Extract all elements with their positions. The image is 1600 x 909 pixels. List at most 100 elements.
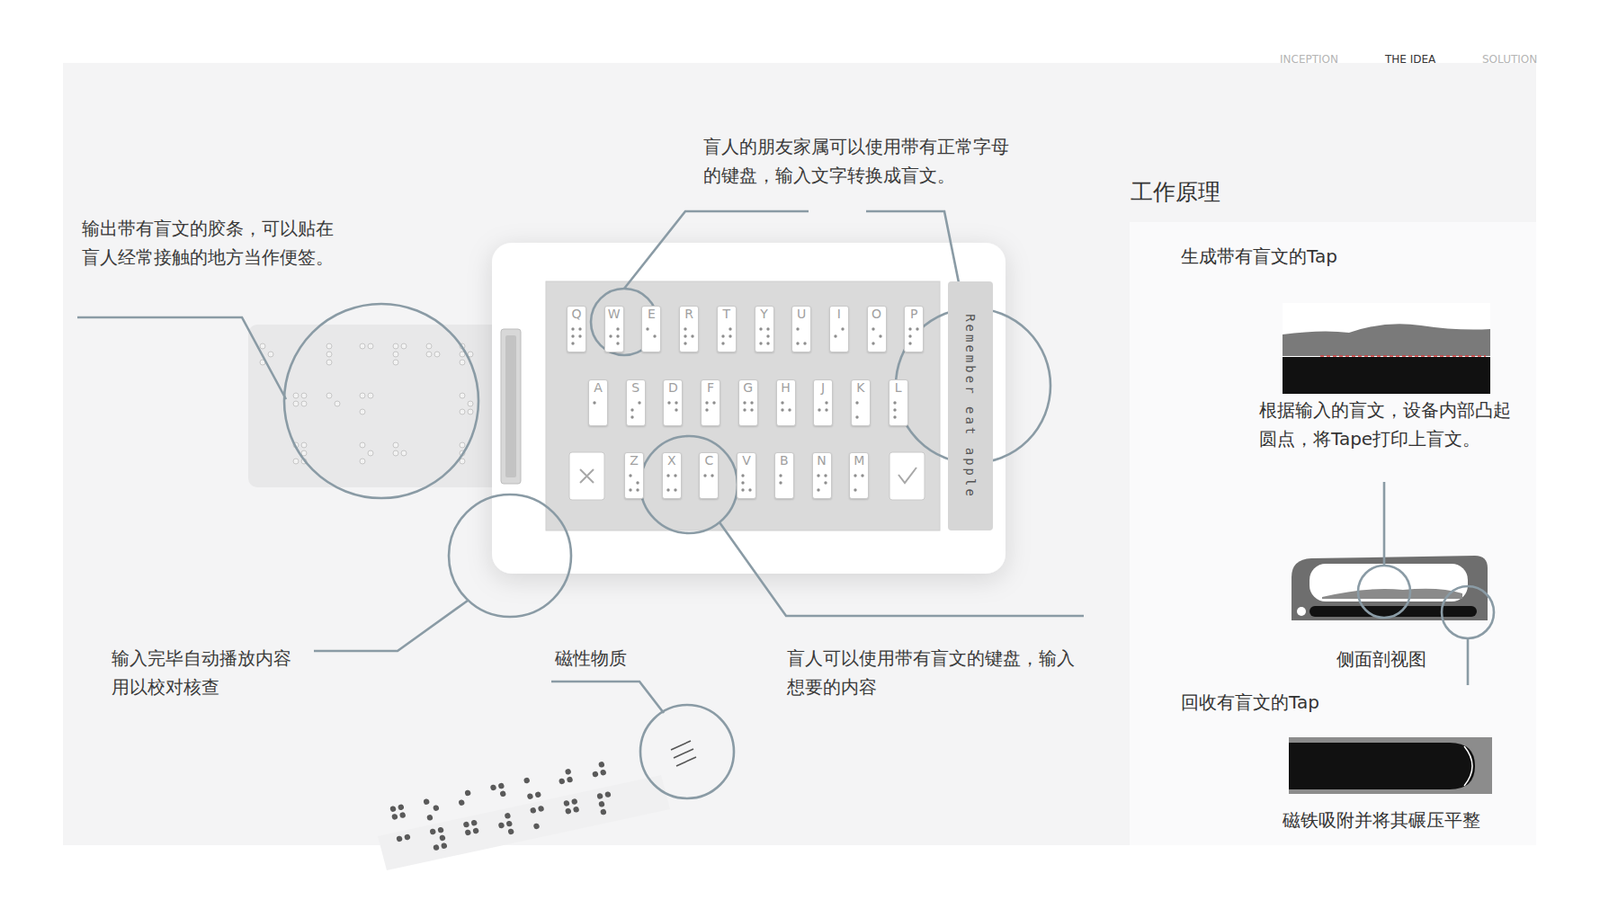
braille-dot [599, 768, 608, 777]
braille-dot [778, 473, 782, 477]
braille-dot [616, 334, 619, 338]
cancel-key [569, 452, 605, 501]
braille-dot [507, 828, 515, 836]
magnetic-symbol [670, 741, 697, 767]
braille-key: E [641, 305, 662, 353]
braille-dot [855, 401, 859, 404]
braille-dot [628, 473, 632, 477]
braille-key: Z [624, 452, 644, 500]
braille-dot [893, 408, 896, 412]
braille-dot [399, 812, 407, 820]
braille-dot [741, 481, 744, 484]
braille-dot [326, 393, 332, 399]
key-letter: C [699, 453, 718, 469]
print-figure-base [1282, 357, 1491, 394]
braille-cell [792, 323, 811, 351]
loose-tape-dots [389, 761, 615, 859]
braille-dot [824, 401, 828, 404]
key-letter: Q [567, 306, 586, 322]
braille-dot [367, 343, 374, 349]
braille-dot [463, 821, 471, 829]
callout-circle [1441, 586, 1494, 639]
braille-dot [389, 805, 397, 814]
braille-cell [739, 397, 758, 425]
magnet-figure-frame [1288, 737, 1493, 795]
braille-dot [780, 401, 784, 404]
braille-dot [490, 784, 498, 792]
braille-dot [787, 408, 791, 412]
braille-dot [367, 393, 374, 399]
braille-cell [567, 323, 586, 351]
braille-cell [755, 323, 774, 351]
braille-key: O [867, 305, 887, 353]
braille-dot [766, 334, 769, 338]
braille-dot [598, 761, 606, 769]
braille-dot [604, 791, 612, 799]
braille-dot [571, 327, 574, 331]
principle-panel: 工作原理生成带有盲文的Tap根据输入的盲文，设备内部凸起圆点，将Tape打印上盲… [1128, 170, 1537, 846]
leader-line [551, 681, 664, 714]
braille-key: N [812, 452, 832, 500]
braille-dot [803, 341, 806, 345]
braille-dot [824, 408, 828, 412]
braille-dot [721, 334, 725, 338]
braille-key: T [716, 305, 737, 353]
braille-dot [742, 401, 746, 404]
braille-cell [663, 397, 682, 425]
key-letter: E [642, 306, 661, 322]
key-letter: L [889, 380, 908, 396]
braille-dot [367, 450, 374, 456]
braille-dot [537, 805, 546, 814]
braille-dot [467, 401, 474, 407]
braille-key: L [888, 379, 909, 427]
braille-dot [817, 408, 821, 412]
leader-line [624, 211, 809, 289]
braille-dot [823, 481, 827, 484]
braille-dot [326, 359, 332, 366]
braille-dot [393, 442, 399, 448]
braille-dot [426, 351, 432, 358]
key-letter: X [662, 453, 681, 469]
braille-dot [432, 804, 440, 813]
braille-dot [683, 334, 687, 338]
key-letter: H [777, 380, 796, 396]
braille-dot [472, 827, 480, 835]
braille-dot [598, 801, 606, 809]
braille-key: W [604, 305, 625, 353]
callout-circle [640, 705, 734, 799]
key-letter: P [904, 306, 923, 322]
braille-dot [301, 442, 307, 448]
braille-dot [464, 789, 472, 797]
display-strip: Remember eat apple [947, 281, 993, 531]
braille-cell [662, 470, 681, 498]
step-title: 回收有盲文的Tap [1180, 688, 1320, 717]
braille-dot [401, 450, 407, 456]
nav-item: INCEPTION [1279, 52, 1339, 67]
braille-dot [533, 822, 541, 831]
braille-dot [459, 393, 465, 399]
braille-dot [578, 334, 582, 338]
braille-dot [397, 804, 405, 812]
braille-key: Y [754, 305, 775, 353]
braille-dot [571, 334, 574, 338]
braille-dot [646, 327, 650, 331]
braille-dot [457, 799, 465, 807]
tape-slot [500, 329, 521, 484]
leader-line [77, 317, 287, 400]
step-description: 磁铁吸附并将其碾压平整 [1282, 805, 1481, 835]
braille-dot [499, 790, 507, 798]
braille-dot [616, 341, 619, 345]
braille-key: D [662, 379, 683, 427]
braille-dot [359, 409, 366, 415]
braille-dot [432, 844, 440, 852]
key-letter: N [813, 453, 832, 469]
braille-dot [780, 408, 784, 412]
braille-dot [326, 351, 332, 358]
braille-dot [711, 473, 715, 477]
figure-caption: 侧面剖视图 [1336, 644, 1427, 674]
step-description: 根据输入的盲文，设备内部凸起圆点，将Tape打印上盲文。 [1259, 395, 1520, 454]
braille-dot [301, 401, 307, 407]
braille-cell [889, 397, 908, 425]
braille-cell [701, 397, 720, 425]
